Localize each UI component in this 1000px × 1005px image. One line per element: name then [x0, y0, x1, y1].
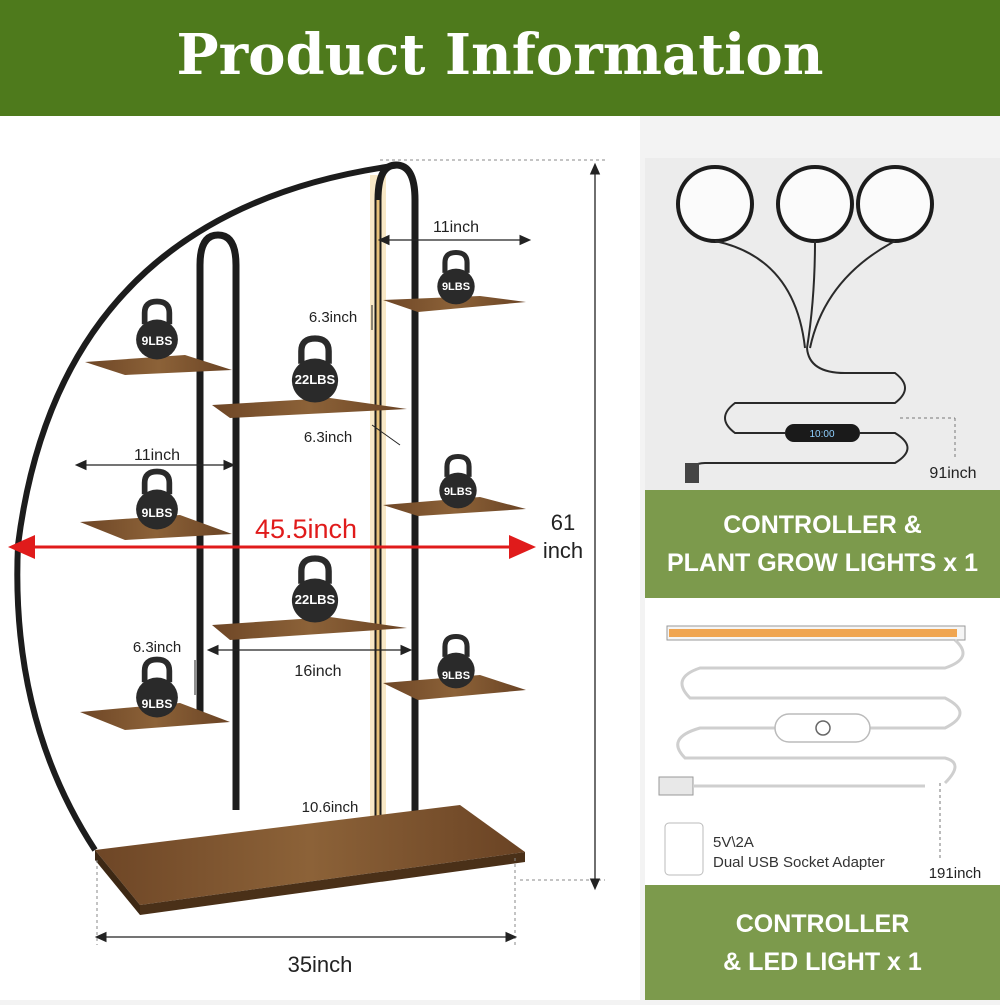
weight-icon [292, 559, 338, 623]
shelf-upper-center [212, 398, 407, 418]
arc-frame [14, 162, 401, 852]
led-controller [774, 713, 871, 743]
dim-gap-upper: 6.3inch [309, 309, 357, 326]
led-strip-illustration: 5V\2A Dual USB Socket Adapter 191inch [658, 625, 982, 882]
dim-gap-lower-left: 6.3inch [133, 639, 181, 656]
shelf-upper-left [85, 355, 232, 375]
grow-light-ring-icon [776, 165, 854, 243]
led-strip-label-line2: & LED LIGHT x 1 [723, 947, 922, 976]
led-cable-length: 191inch [929, 865, 982, 882]
plant-stand-diagram: 9LBS 9LBS 22LBS 9LBS 9LBS 22LBS 9LBS 9LB… [7, 159, 605, 977]
left-frame [196, 231, 240, 810]
dim-top-shelf-width: 11inch [433, 219, 479, 236]
weight-label-mid-right: 9LBS [444, 486, 472, 498]
led-strip-label: CONTROLLER & LED LIGHT x 1 [645, 885, 1000, 1000]
dim-base-depth: 10.6inch [302, 799, 359, 816]
weight-label-bottom-right: 9LBS [442, 670, 470, 682]
weight-icon [292, 339, 338, 403]
controller-display: 10:00 [809, 429, 834, 440]
page-title: Product Information [176, 22, 824, 88]
usb-plug-icon [685, 463, 699, 483]
base-board [95, 805, 525, 905]
weight-icon [136, 302, 178, 360]
dim-total-span: 45.5inch [255, 514, 357, 544]
grow-lights-card: 10:00 91inch [645, 158, 1000, 490]
right-frame [374, 161, 419, 820]
dim-base-width: 35inch [288, 952, 353, 977]
dim-height-unit: inch [543, 538, 583, 563]
grow-lights-label-line2: PLANT GROW LIGHTS x 1 [666, 549, 979, 577]
grow-light-ring-icon [676, 165, 754, 243]
dim-height-value: 61 [551, 510, 575, 535]
stand-illustration-panel: 9LBS 9LBS 22LBS 9LBS 9LBS 22LBS 9LBS 9LB… [0, 116, 640, 1000]
grow-lights-illustration: 10:00 91inch [676, 165, 977, 483]
adapter-name: Dual USB Socket Adapter [713, 854, 885, 871]
dim-left-shelf-width: 11inch [134, 447, 180, 464]
shelf-lower-center [212, 617, 407, 640]
grow-light-ring-icon [856, 165, 934, 243]
weight-label-mid-left: 9LBS [142, 506, 173, 520]
power-icon [815, 720, 831, 736]
weight-icon [439, 457, 476, 509]
weight-icon [136, 472, 178, 530]
weight-label-lower-center: 22LBS [295, 592, 336, 607]
led-strip-card: 5V\2A Dual USB Socket Adapter 191inch [645, 598, 1000, 885]
adapter-spec: 5V\2A [713, 834, 754, 851]
grow-lights-label-line1: CONTROLLER & [723, 511, 922, 539]
weight-label-bottom-left: 9LBS [142, 697, 173, 711]
grow-lights-cable-length: 91inch [929, 465, 976, 482]
dim-center-shelf-width: 16inch [294, 663, 341, 680]
accessories-column: 10:00 91inch CONTROLLER & PLANT GROW LIG… [645, 158, 1000, 1000]
weight-label-upper-center: 22LBS [295, 372, 336, 387]
controller-remote [785, 424, 860, 442]
usb-adapter [664, 822, 704, 876]
led-strip-label-line1: CONTROLLER [735, 909, 910, 938]
weight-icon [437, 253, 474, 305]
dim-gap-center: 6.3inch [304, 429, 352, 446]
title-banner: Product Information [0, 0, 1000, 116]
grow-lights-label: CONTROLLER & PLANT GROW LIGHTS x 1 [645, 490, 1000, 598]
weight-label-upper-left: 9LBS [142, 334, 173, 348]
weight-label-top-right: 9LBS [442, 281, 470, 293]
usb-plug-icon [658, 776, 694, 796]
